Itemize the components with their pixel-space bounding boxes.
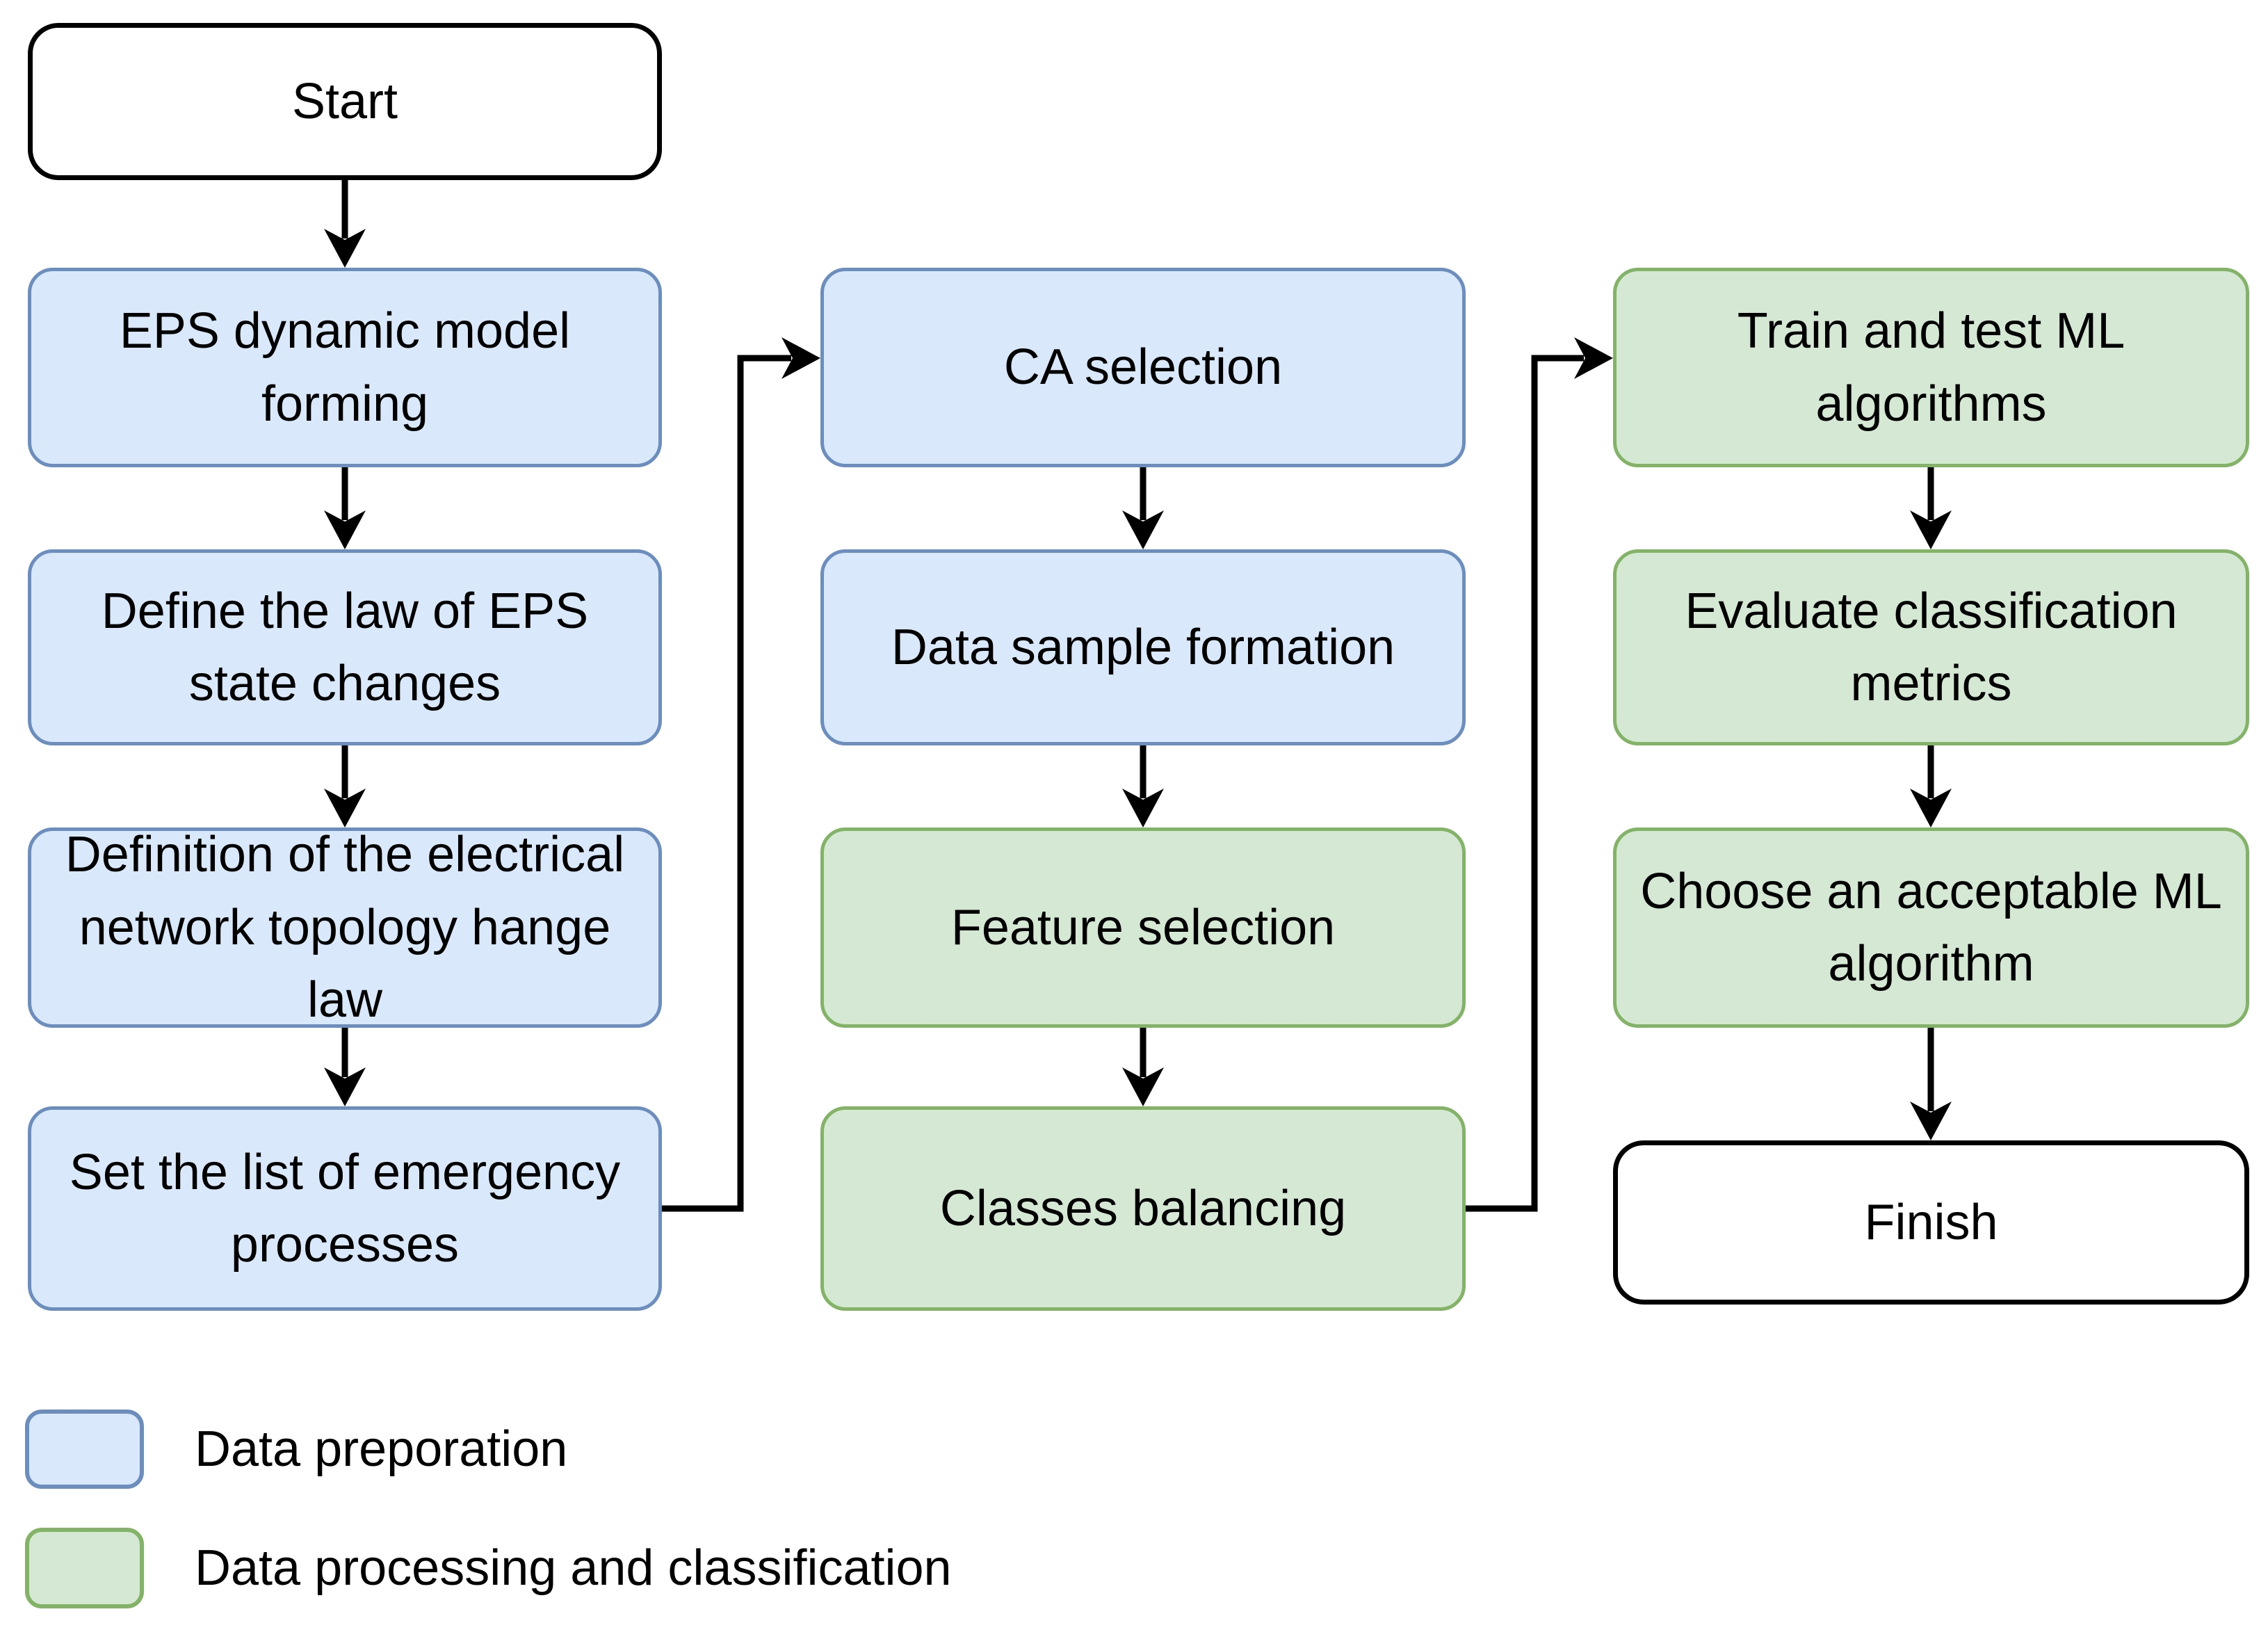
- legend-swatch-data-processing: [25, 1528, 144, 1608]
- arrow-topology-to-emergency: [324, 1028, 366, 1106]
- arrow-feature-to-balancing: [1122, 1028, 1164, 1106]
- arrow-sample-to-feature: [1122, 745, 1164, 827]
- node-feature-selection: Feature selection: [820, 827, 1466, 1028]
- node-eps-dynamic-model-forming: EPS dynamic model forming: [28, 268, 662, 467]
- legend-swatch-data-preparation: [25, 1410, 144, 1489]
- node-network-topology-change-law-label: Definition of the electrical network top…: [65, 827, 625, 1028]
- node-choose-acceptable-ml-algorithm-label: Choose an acceptable ML algorithm: [1640, 863, 2222, 992]
- legend-label-data-processing: Data processing and classification: [195, 1540, 952, 1596]
- node-emergency-processes-list: Set the list of emergency processes: [28, 1106, 662, 1311]
- node-eps-dynamic-model-forming-label: EPS dynamic model forming: [119, 303, 571, 432]
- node-finish: Finish: [1613, 1140, 2249, 1305]
- arrow-ca-to-sample: [1122, 467, 1164, 549]
- node-ca-selection: CA selection: [820, 268, 1466, 467]
- arrow-choose-to-finish: [1910, 1028, 1952, 1140]
- arrow-eps-to-law: [324, 467, 366, 549]
- node-evaluate-classification-metrics-label: Evaluate classification metrics: [1685, 583, 2178, 711]
- node-define-law-eps-state-changes-label: Define the law of EPS state changes: [101, 583, 589, 711]
- node-ca-selection-label: CA selection: [1003, 339, 1283, 396]
- node-network-topology-change-law: Definition of the electrical network top…: [28, 827, 662, 1028]
- node-evaluate-classification-metrics: Evaluate classification metrics: [1613, 549, 2249, 745]
- node-train-test-ml-algorithms-label: Train and test ML algorithms: [1737, 303, 2125, 432]
- node-define-law-eps-state-changes: Define the law of EPS state changes: [28, 549, 662, 745]
- node-data-sample-formation-label: Data sample formation: [891, 619, 1395, 675]
- node-classes-balancing: Classes balancing: [820, 1106, 1466, 1311]
- node-start-label: Start: [291, 73, 398, 129]
- node-classes-balancing-label: Classes balancing: [939, 1180, 1347, 1236]
- node-start: Start: [28, 23, 662, 180]
- elbow-balancing-to-train: [1466, 337, 1613, 1212]
- arrow-law-to-topology: [324, 745, 366, 827]
- node-emergency-processes-list-label: Set the list of emergency processes: [69, 1144, 621, 1273]
- elbow-emergency-to-ca: [662, 337, 820, 1212]
- node-data-sample-formation: Data sample formation: [820, 549, 1466, 745]
- node-train-test-ml-algorithms: Train and test ML algorithms: [1613, 268, 2249, 467]
- node-finish-label: Finish: [1864, 1194, 1998, 1250]
- legend-label-data-preparation: Data preporation: [195, 1421, 568, 1477]
- node-choose-acceptable-ml-algorithm: Choose an acceptable ML algorithm: [1613, 827, 2249, 1028]
- arrow-start-to-eps: [324, 180, 366, 268]
- node-feature-selection-label: Feature selection: [950, 899, 1336, 955]
- arrow-train-to-evaluate: [1910, 467, 1952, 549]
- arrow-evaluate-to-choose: [1910, 745, 1952, 827]
